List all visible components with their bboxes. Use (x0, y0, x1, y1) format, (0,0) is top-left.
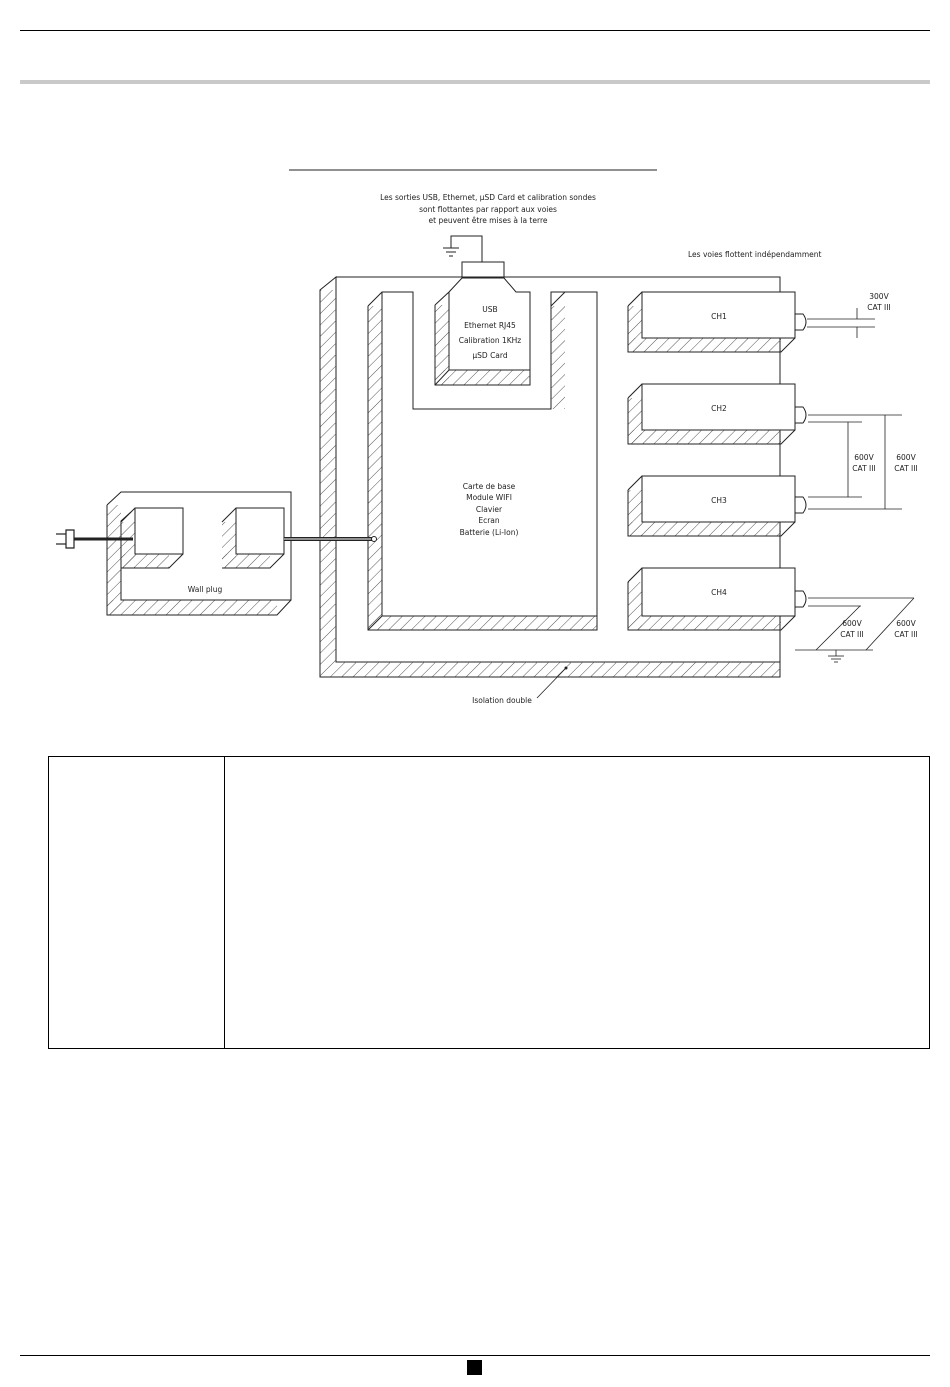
interfaces-block (434, 261, 531, 386)
note-channels: Les voies flottent indépendamment (688, 250, 822, 259)
channel-ch2 (627, 383, 807, 445)
rating-ch4-outer-cat: CAT III (894, 630, 917, 639)
rating-ch4-outer-voltage: 600V (896, 619, 916, 628)
note-outputs-line3: et peuvent être mises à la terre (429, 216, 548, 225)
interface-usd: µSD Card (472, 351, 507, 360)
channel-ch1 (627, 291, 807, 353)
board-line5: Batterie (Li-Ion) (460, 528, 519, 537)
interface-usb: USB (482, 305, 497, 314)
board-line2: Module WIFI (466, 493, 512, 502)
channel-ch2-label: CH2 (711, 404, 727, 413)
rating-ch4-inner-cat: CAT III (840, 630, 863, 639)
rating-ch23-outer-voltage: 600V (896, 453, 916, 462)
board-line1: Carte de base (463, 482, 516, 491)
rating-ch23-outer-cat: CAT III (894, 464, 917, 473)
board-line4: Ecran (478, 516, 500, 525)
footer-rule (20, 1355, 930, 1356)
info-table-left-cell (49, 757, 225, 1048)
note-outputs-line2: sont flottantes par rapport aux voies (419, 205, 557, 214)
isolation-label: Isolation double (472, 696, 532, 705)
rating-ch23-inner-voltage: 600V (854, 453, 874, 462)
mains-plug-icon (56, 529, 133, 549)
ground-icon (443, 235, 483, 262)
isolation-leader-dot (564, 666, 568, 670)
isolation-diagram: Les sorties USB, Ethernet, µSD Card et c… (56, 169, 918, 705)
rating-ch4-inner-voltage: 600V (842, 619, 862, 628)
outer-enclosure (319, 275, 781, 678)
base-board (367, 291, 598, 631)
rating-ch23-inner-cat: CAT III (852, 464, 875, 473)
section-rule (20, 80, 930, 84)
rating-ch1-cat: CAT III (867, 303, 890, 312)
wall-plug (106, 491, 292, 616)
info-table-right-cell (225, 757, 929, 1048)
info-table (48, 756, 930, 1049)
interface-calibration: Calibration 1KHz (459, 336, 522, 345)
page-number-box (467, 1360, 482, 1375)
power-cable (284, 536, 377, 542)
note-outputs-line1: Les sorties USB, Ethernet, µSD Card et c… (380, 193, 596, 202)
rating-lines (536, 308, 915, 699)
channel-ch3 (627, 475, 807, 537)
interface-ethernet: Ethernet RJ45 (464, 321, 516, 330)
board-line3: Clavier (476, 505, 503, 514)
channel-ch4 (627, 567, 807, 631)
channel-ch1-label: CH1 (711, 312, 727, 321)
wall-plug-label: Wall plug (188, 585, 223, 594)
rating-ch1-voltage: 300V (869, 292, 889, 301)
channel-ch4-label: CH4 (711, 588, 727, 597)
channel-ch3-label: CH3 (711, 496, 727, 505)
header-rule (20, 30, 930, 31)
